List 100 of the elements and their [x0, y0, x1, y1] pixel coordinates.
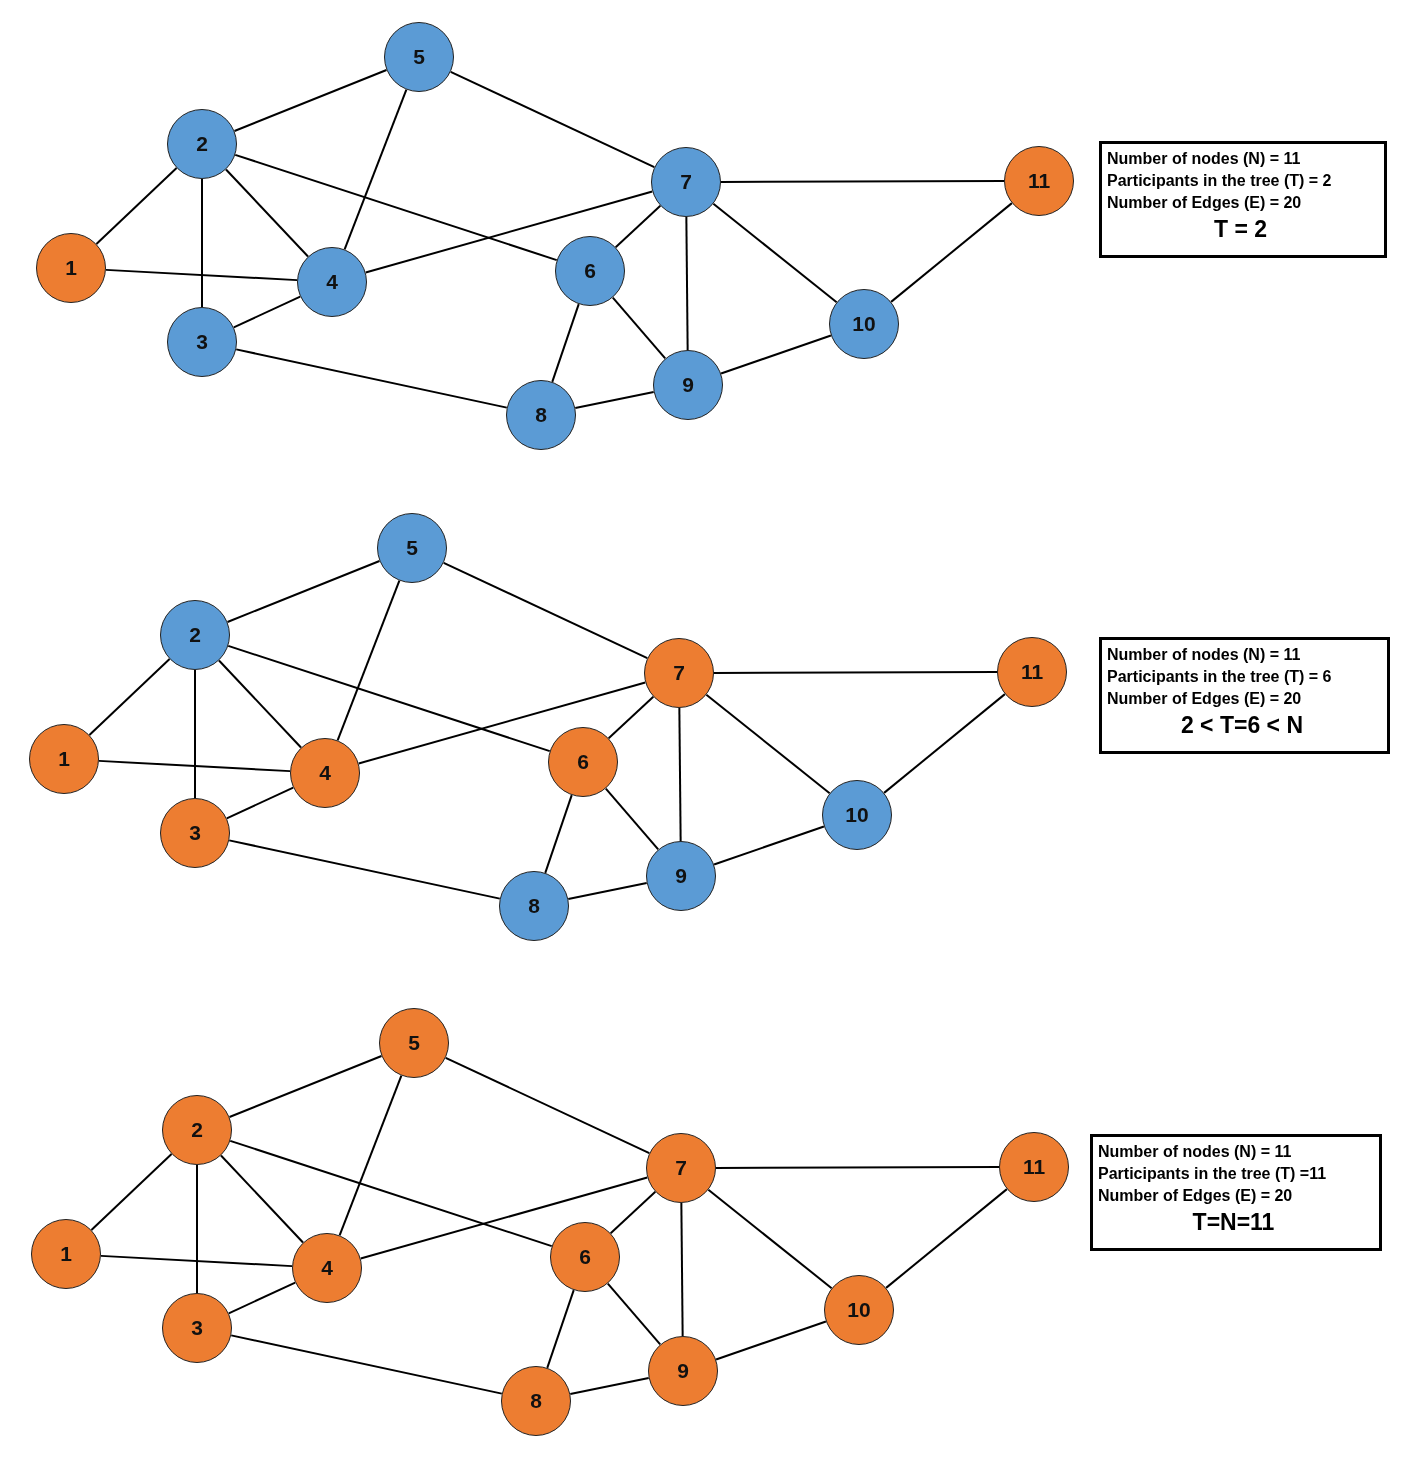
edge-line: [712, 202, 838, 304]
graph-node-circle: [651, 147, 721, 217]
graph-node-circle: [160, 600, 230, 670]
edge-line: [196, 1164, 198, 1294]
graph-node-circle: [162, 1095, 232, 1165]
node-number: 4: [319, 761, 331, 785]
edge-line: [227, 644, 551, 753]
node-number: 9: [682, 373, 694, 397]
edge-line: [604, 787, 660, 851]
info-line: Number of nodes (N) = 11: [1107, 645, 1302, 665]
node-number: 1: [58, 747, 70, 771]
node-number: 10: [852, 312, 876, 336]
info-line: Participants in the tree (T) = 6: [1107, 667, 1333, 687]
edge-line: [442, 561, 649, 660]
node-number: 5: [408, 1031, 420, 1055]
edge-line: [226, 560, 381, 623]
node-number: 9: [677, 1359, 689, 1383]
node-number: 2: [191, 1118, 203, 1142]
edge-line: [228, 1055, 383, 1118]
edge-line: [715, 1166, 1000, 1169]
node-number: 3: [191, 1316, 203, 1340]
edge-line: [97, 759, 292, 773]
graph-node-circle: [550, 1222, 620, 1292]
edge-line: [574, 391, 655, 409]
edge-line: [235, 348, 508, 409]
edge-line: [201, 178, 203, 308]
edge-line: [220, 1154, 304, 1244]
edge-line: [357, 681, 647, 765]
edge-line: [227, 1281, 297, 1315]
edge-line: [359, 1176, 649, 1260]
edge-line: [715, 1320, 827, 1361]
edge-line: [720, 180, 1005, 183]
node-number: 7: [675, 1156, 687, 1180]
summary-formula: T = 2: [1212, 215, 1269, 244]
node-number: 2: [196, 132, 208, 156]
info-box: [1099, 637, 1390, 754]
edge-line: [685, 216, 689, 351]
edge-line: [228, 839, 501, 900]
edge-line: [233, 69, 388, 132]
edge-line: [218, 659, 302, 749]
node-number: 10: [847, 1298, 871, 1322]
summary-formula: T=N=11: [1191, 1208, 1276, 1237]
info-line: Participants in the tree (T) =11: [1098, 1164, 1328, 1184]
edge-line: [338, 1074, 403, 1237]
edge-line: [336, 579, 401, 742]
edge-line: [232, 295, 302, 329]
graph-node-circle: [167, 109, 237, 179]
info-line: Number of Edges (E) = 20: [1107, 689, 1303, 709]
edge-line: [229, 1139, 553, 1248]
node-number: 7: [673, 661, 685, 685]
node-number: 9: [675, 864, 687, 888]
node-number: 2: [189, 623, 201, 647]
edge-line: [99, 1254, 294, 1268]
edge-line: [890, 202, 1013, 303]
edge-line: [449, 70, 656, 169]
graph-node-circle: [548, 727, 618, 797]
edge-line: [544, 794, 573, 874]
node-number: 8: [535, 403, 547, 427]
edge-line: [95, 167, 178, 245]
summary-formula: 2 < T=6 < N: [1179, 711, 1305, 740]
node-number: 5: [413, 45, 425, 69]
node-number: 6: [579, 1245, 591, 1269]
edge-line: [569, 1377, 650, 1395]
node-number: 6: [584, 259, 596, 283]
edge-line: [713, 825, 825, 866]
info-line: Number of nodes (N) = 11: [1098, 1142, 1293, 1162]
info-line: Participants in the tree (T) = 2: [1107, 171, 1333, 191]
info-line: Number of Edges (E) = 20: [1107, 193, 1303, 213]
node-number: 4: [321, 1256, 333, 1280]
edge-line: [614, 204, 662, 249]
edge-line: [234, 153, 558, 262]
edge-line: [705, 693, 831, 795]
edge-line: [104, 268, 299, 282]
node-number: 3: [189, 821, 201, 845]
edge-line: [680, 1202, 684, 1337]
node-number: 8: [528, 894, 540, 918]
node-number: 6: [577, 750, 589, 774]
node-number: 4: [326, 270, 338, 294]
edge-line: [720, 334, 832, 375]
edge-line: [225, 786, 295, 820]
node-number: 10: [845, 803, 869, 827]
edge-line: [364, 190, 654, 274]
node-number: 7: [680, 170, 692, 194]
edge-line: [230, 1334, 503, 1395]
graph-node-circle: [555, 236, 625, 306]
edge-line: [567, 882, 648, 900]
edge-line: [546, 1289, 575, 1369]
edge-line: [713, 671, 998, 674]
edge-line: [551, 303, 580, 383]
node-number: 5: [406, 536, 418, 560]
edge-line: [88, 658, 171, 736]
edge-line: [607, 695, 655, 740]
graph-node-circle: [646, 1133, 716, 1203]
node-number: 11: [1027, 169, 1051, 193]
graph-node-circle: [644, 638, 714, 708]
edge-line: [885, 1188, 1008, 1289]
info-box: [1099, 141, 1387, 258]
edge-line: [343, 88, 408, 251]
node-number: 11: [1022, 1155, 1046, 1179]
node-number: 1: [60, 1242, 72, 1266]
